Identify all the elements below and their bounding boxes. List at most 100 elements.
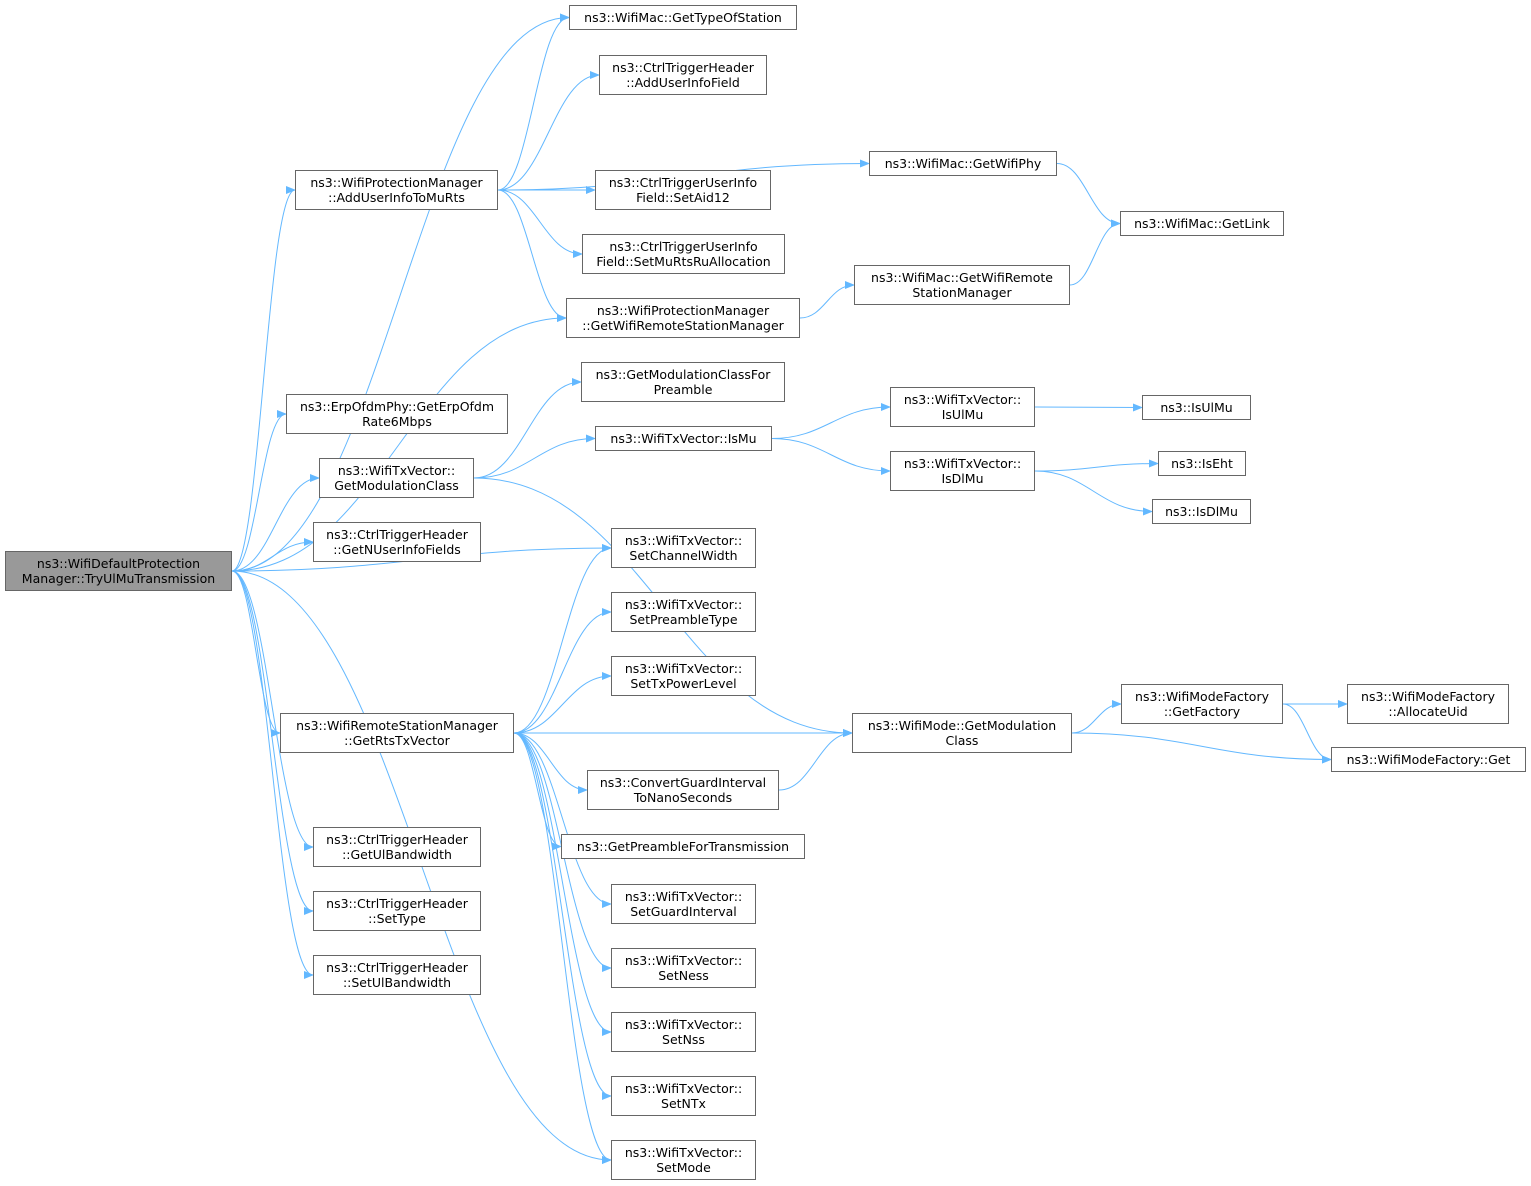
node-txvector-set-mode[interactable]: ns3::WifiTxVector:: SetMode — [611, 1140, 756, 1180]
node-label-line: ns3::CtrlTriggerHeader — [326, 896, 468, 911]
node-txvector-get-modulation-class[interactable]: ns3::WifiTxVector:: GetModulationClass — [319, 458, 474, 498]
node-label-line: ns3::WifiProtectionManager — [596, 303, 770, 318]
call-edge — [778, 729, 853, 791]
call-edge — [231, 314, 567, 572]
call-edge — [513, 732, 612, 1100]
node-ctrltriggerheader-set-ul-bandwidth[interactable]: ns3::CtrlTriggerHeader ::SetUlBandwidth — [313, 955, 481, 995]
node-protection-manager-get-remote-station-manager[interactable]: ns3::WifiProtectionManager ::GetWifiRemo… — [566, 298, 800, 338]
node-is-eht[interactable]: ns3::IsEht — [1158, 451, 1246, 476]
node-txvector-set-ness[interactable]: ns3::WifiTxVector:: SetNess — [611, 948, 756, 988]
call-edge — [513, 732, 612, 1036]
node-is-ul-mu[interactable]: ns3::IsUlMu — [1142, 395, 1251, 420]
node-txvector-is-ul-mu[interactable]: ns3::WifiTxVector:: IsUlMu — [890, 387, 1035, 427]
node-label-line: ns3::CtrlTriggerHeader — [612, 60, 754, 75]
node-label-line: ns3::WifiMac::GetTypeOfStation — [584, 10, 782, 25]
call-edge — [771, 403, 891, 439]
node-label-line: ns3::WifiTxVector:: — [903, 392, 1022, 407]
node-modefactory-get-factory[interactable]: ns3::WifiModeFactory ::GetFactory — [1121, 684, 1283, 724]
node-label-line: ns3::CtrlTriggerHeader — [326, 832, 468, 847]
node-label-line: ::GetUlBandwidth — [342, 847, 452, 862]
node-wifimac-get-remote-station-manager[interactable]: ns3::WifiMac::GetWifiRemote StationManag… — [854, 265, 1070, 305]
call-edge — [231, 570, 314, 915]
node-label-line: ns3::CtrlTriggerUserInfo — [608, 175, 758, 190]
call-edge — [473, 434, 596, 479]
call-edge — [497, 189, 583, 258]
call-edge — [513, 608, 612, 734]
node-label-line: ::AddUserInfoToMuRts — [328, 190, 465, 205]
call-edge — [1034, 403, 1143, 412]
call-edge — [1282, 703, 1332, 764]
call-edge — [1034, 470, 1153, 516]
node-label-line: ns3::WifiProtectionManager — [310, 175, 483, 190]
node-root-try-ul-mu-transmission: ns3::WifiDefaultProtection Manager::TryU… — [5, 551, 232, 591]
call-edge — [231, 13, 570, 572]
node-label-line: ns3::WifiModeFactory — [1135, 689, 1269, 704]
node-label-line: Field::SetAid12 — [636, 190, 730, 205]
node-txvector-set-ntx[interactable]: ns3::WifiTxVector:: SetNTx — [611, 1076, 756, 1116]
node-label-line: ns3::WifiTxVector:: — [624, 889, 743, 904]
node-label-line: ns3::WifiTxVector:: — [624, 597, 743, 612]
call-edge — [513, 732, 612, 908]
call-edge — [513, 732, 562, 851]
node-txvector-set-channel-width[interactable]: ns3::WifiTxVector:: SetChannelWidth — [611, 528, 756, 568]
node-label-line: ns3::IsUlMu — [1160, 400, 1233, 415]
node-label-line: SetNess — [658, 968, 709, 983]
node-txvector-set-preamble-type[interactable]: ns3::WifiTxVector:: SetPreambleType — [611, 592, 756, 632]
node-modefactory-get[interactable]: ns3::WifiModeFactory::Get — [1331, 747, 1526, 772]
node-wifimode-get-modulation-class[interactable]: ns3::WifiMode::GetModulation Class — [852, 713, 1072, 753]
node-label-line: IsDlMu — [941, 471, 984, 486]
node-label-line: Rate6Mbps — [362, 414, 432, 429]
node-label-line: ns3::GetPreambleForTransmission — [576, 839, 790, 854]
node-ctrltriggerheader-add-user-info-field[interactable]: ns3::CtrlTriggerHeader ::AddUserInfoFiel… — [599, 55, 767, 95]
node-ctrltriggerheader-get-n-user-info-fields[interactable]: ns3::CtrlTriggerHeader ::GetNUserInfoFie… — [313, 522, 481, 562]
node-txvector-set-guard-interval[interactable]: ns3::WifiTxVector:: SetGuardInterval — [611, 884, 756, 924]
call-edge — [771, 438, 891, 475]
call-edge — [473, 378, 582, 479]
node-txvector-is-mu[interactable]: ns3::WifiTxVector::IsMu — [595, 426, 772, 451]
node-label-line: ns3::CtrlTriggerHeader — [326, 527, 468, 542]
node-label-line: ::GetWifiRemoteStationManager — [582, 318, 784, 333]
node-get-preamble-for-transmission[interactable]: ns3::GetPreambleForTransmission — [561, 834, 805, 859]
node-userinfo-set-murts-ru-allocation[interactable]: ns3::CtrlTriggerUserInfo Field::SetMuRts… — [582, 234, 785, 274]
call-edge — [231, 538, 314, 572]
node-label-line: GetModulationClass — [334, 478, 459, 493]
node-is-dl-mu[interactable]: ns3::IsDlMu — [1152, 499, 1251, 524]
node-txvector-set-nss[interactable]: ns3::WifiTxVector:: SetNss — [611, 1012, 756, 1052]
node-txvector-is-dl-mu[interactable]: ns3::WifiTxVector:: IsDlMu — [890, 451, 1035, 491]
node-label-line: IsUlMu — [941, 407, 984, 422]
node-wifimac-get-type-of-station[interactable]: ns3::WifiMac::GetTypeOfStation — [569, 5, 797, 30]
node-label-line: SetNss — [662, 1032, 705, 1047]
node-label-line: SetMode — [656, 1160, 711, 1175]
node-erpofdmphy-get-erp-ofdm-rate[interactable]: ns3::ErpOfdmPhy::GetErpOfdm Rate6Mbps — [286, 394, 508, 434]
node-label-line: SetTxPowerLevel — [630, 676, 737, 691]
node-modefactory-allocate-uid[interactable]: ns3::WifiModeFactory ::AllocateUid — [1347, 684, 1509, 724]
node-label-line: ns3::WifiTxVector:: — [624, 1017, 743, 1032]
node-label-line: ns3::IsDlMu — [1165, 504, 1238, 519]
node-label-line: ns3::WifiModeFactory::Get — [1346, 752, 1511, 767]
node-label-line: SetGuardInterval — [630, 904, 737, 919]
node-label-line: ::SetUlBandwidth — [342, 975, 452, 990]
node-label-line: ns3::WifiMac::GetWifiPhy — [884, 156, 1042, 171]
call-edge — [231, 570, 314, 851]
node-txvector-set-tx-power-level[interactable]: ns3::WifiTxVector:: SetTxPowerLevel — [611, 656, 756, 696]
call-edge — [1069, 219, 1121, 286]
call-edge — [513, 732, 612, 1164]
node-convert-guard-interval[interactable]: ns3::ConvertGuardInterval ToNanoSeconds — [587, 770, 779, 810]
node-get-modulation-class-for-preamble[interactable]: ns3::GetModulationClassFor Preamble — [581, 362, 785, 402]
node-wifimac-get-wifi-phy[interactable]: ns3::WifiMac::GetWifiPhy — [869, 151, 1057, 176]
node-label-line: ns3::WifiRemoteStationManager — [296, 718, 498, 733]
node-label-line: ns3::WifiTxVector:: — [624, 1081, 743, 1096]
node-wifimac-get-link[interactable]: ns3::WifiMac::GetLink — [1120, 211, 1284, 236]
node-remote-station-manager-get-rts-tx-vector[interactable]: ns3::WifiRemoteStationManager ::GetRtsTx… — [280, 713, 514, 753]
node-label-line: SetPreambleType — [629, 612, 738, 627]
node-label-line: StationManager — [912, 285, 1012, 300]
node-protection-manager-add-user-info-to-murts[interactable]: ns3::WifiProtectionManager ::AddUserInfo… — [295, 170, 498, 210]
node-label-line: ns3::CtrlTriggerUserInfo — [609, 239, 758, 254]
node-ctrltriggerheader-set-type[interactable]: ns3::CtrlTriggerHeader ::SetType — [313, 891, 481, 931]
node-label-line: ::AddUserInfoField — [626, 75, 740, 90]
node-label-line: ::AllocateUid — [1388, 704, 1468, 719]
node-userinfo-set-aid12[interactable]: ns3::CtrlTriggerUserInfo Field::SetAid12 — [595, 170, 771, 210]
node-label-line: ns3::WifiTxVector:: — [624, 1145, 743, 1160]
node-ctrltriggerheader-get-ul-bandwidth[interactable]: ns3::CtrlTriggerHeader ::GetUlBandwidth — [313, 827, 481, 867]
